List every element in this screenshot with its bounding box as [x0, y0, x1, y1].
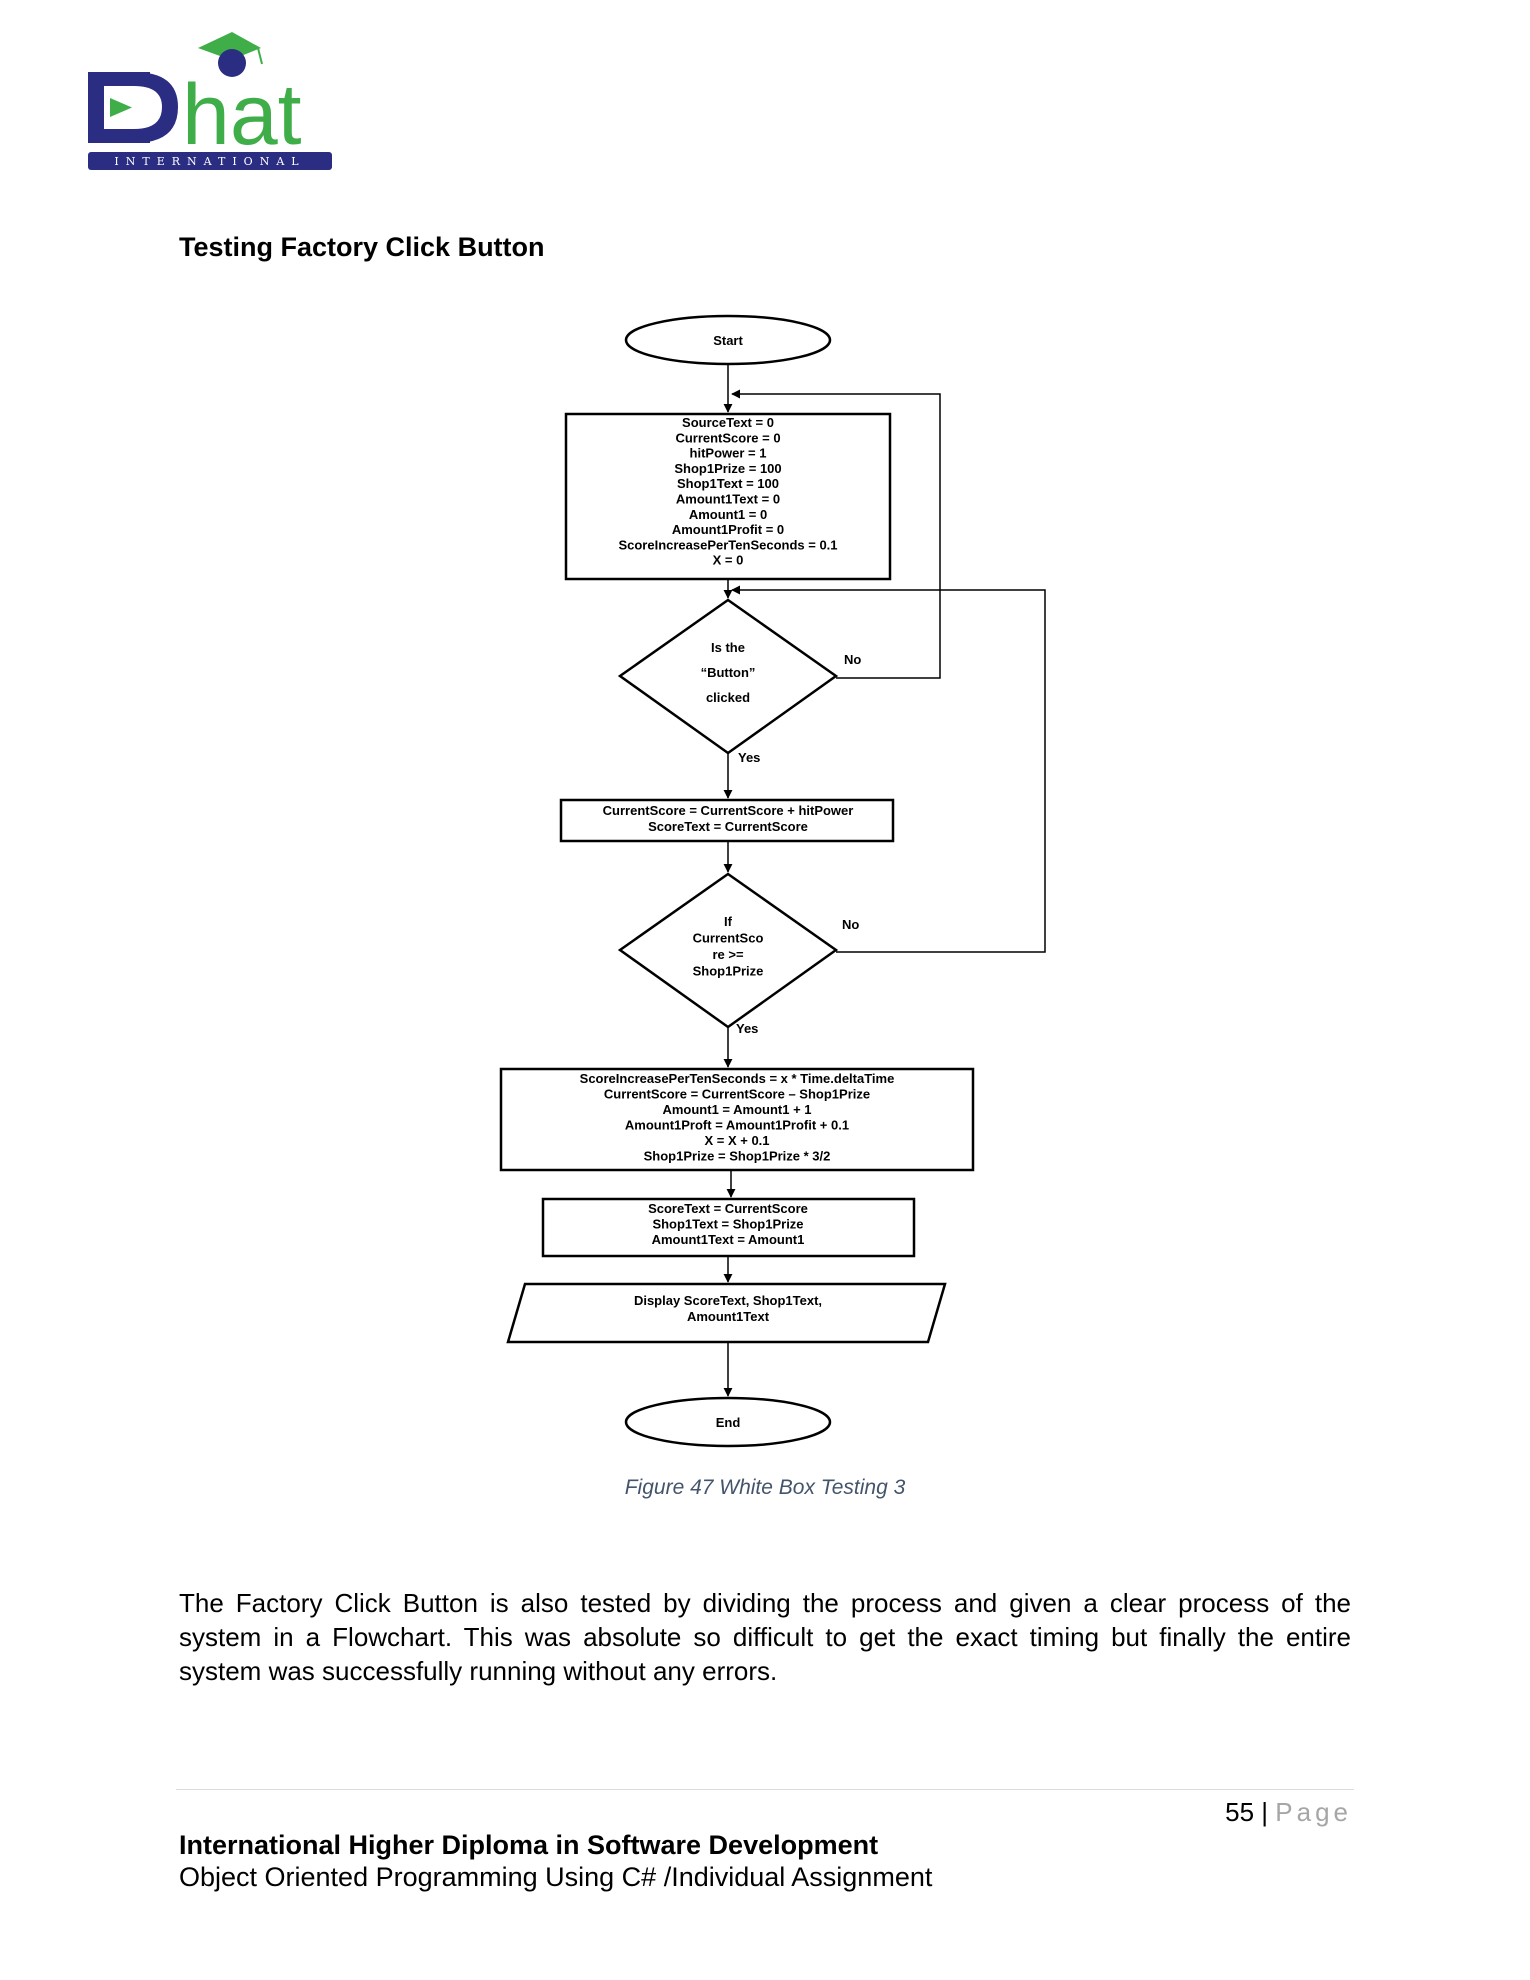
page-number: 55	[1225, 1797, 1255, 1827]
init-line: Amount1 = 0	[689, 507, 767, 522]
init-line: Shop1Text = 100	[677, 476, 779, 491]
page-word: Page	[1275, 1797, 1352, 1827]
section-heading: Testing Factory Click Button	[179, 232, 545, 262]
page-number-label: 55 | Page	[1225, 1797, 1352, 1828]
init-line: Amount1Profit = 0	[672, 522, 784, 537]
assign-text-line: Amount1Text = Amount1	[652, 1232, 805, 1247]
no-loop-arrow-2	[731, 585, 1046, 953]
purchase-line: X = X + 0.1	[704, 1133, 769, 1148]
init-line: ScoreIncreasePerTenSeconds = 0.1	[618, 537, 837, 552]
update-score-line: CurrentScore = CurrentScore + hitPower	[603, 803, 854, 818]
init-line: hitPower = 1	[690, 446, 767, 461]
logo-letters: hat	[182, 67, 302, 163]
display-line: Display ScoreText, Shop1Text,	[634, 1293, 822, 1308]
decision2-line: re >=	[712, 947, 743, 962]
page-separator: |	[1261, 1797, 1269, 1827]
edhat-logo: hat INTERNATIONAL	[88, 32, 332, 170]
body-paragraph: The Factory Click Button is also tested …	[179, 1588, 1351, 1686]
footer-divider	[176, 1789, 1354, 1790]
display-line: Amount1Text	[687, 1309, 770, 1324]
decision2-line: If	[724, 914, 733, 929]
footer-title: International Higher Diploma in Software…	[179, 1830, 879, 1860]
decision2-line: Shop1Prize	[693, 964, 764, 979]
purchase-line: Amount1 = Amount1 + 1	[662, 1102, 811, 1117]
footer-subtitle: Object Oriented Programming Using C# /In…	[179, 1862, 933, 1892]
end-label: End	[716, 1415, 741, 1430]
decision2-line: CurrentSco	[693, 931, 764, 946]
assign-text-line: Shop1Text = Shop1Prize	[652, 1217, 803, 1232]
decision1-line: Is the	[711, 640, 745, 655]
figure-caption: Figure 47 White Box Testing 3	[624, 1476, 906, 1499]
end-terminal	[624, 1396, 832, 1448]
purchase-line: CurrentScore = CurrentScore – Shop1Prize	[604, 1087, 870, 1102]
decision1-no-label: No	[844, 652, 861, 667]
start-label: Start	[713, 333, 743, 348]
purchase-process-box	[499, 1067, 975, 1172]
no-loop-arrow-1	[731, 389, 941, 679]
decision1-line: clicked	[706, 690, 750, 705]
update-score-line: ScoreText = CurrentScore	[648, 819, 808, 834]
init-line: CurrentScore = 0	[675, 430, 780, 445]
update-score-box	[559, 798, 895, 843]
decision1-yes-label: Yes	[738, 750, 760, 765]
init-line: Amount1Text = 0	[676, 492, 780, 507]
logo-tagline: INTERNATIONAL	[114, 155, 305, 168]
decision1-line: “Button”	[701, 665, 756, 680]
init-line: SourceText = 0	[682, 415, 774, 430]
init-line: X = 0	[713, 553, 744, 568]
init-line: Shop1Prize = 100	[674, 461, 781, 476]
assign-text-line: ScoreText = CurrentScore	[648, 1201, 808, 1216]
purchase-line: Amount1Proft = Amount1Profit + 0.1	[625, 1118, 849, 1133]
decision2-yes-label: Yes	[736, 1021, 758, 1036]
purchase-line: ScoreIncreasePerTenSeconds = x * Time.de…	[580, 1071, 895, 1086]
display-io-parallelogram	[506, 1282, 947, 1344]
decision2-no-label: No	[842, 917, 859, 932]
purchase-line: Shop1Prize = Shop1Prize * 3/2	[644, 1149, 831, 1164]
